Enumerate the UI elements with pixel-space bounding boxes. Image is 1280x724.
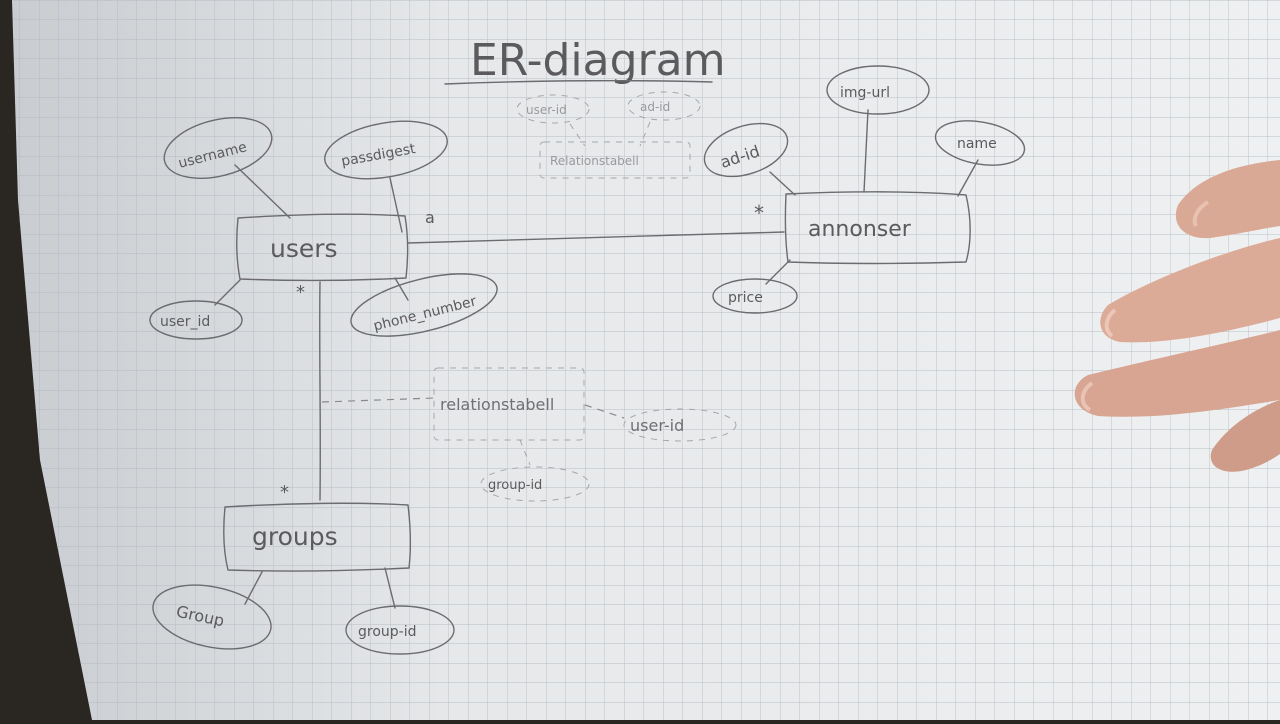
rt-mid-box bbox=[433, 367, 585, 441]
ad-id-connector bbox=[769, 171, 796, 196]
img-url-ellipse bbox=[826, 65, 930, 115]
cardinality-users-groups-groups-side: * bbox=[280, 482, 289, 503]
price-label: price bbox=[728, 290, 763, 306]
phone-number-connector bbox=[394, 277, 409, 301]
name-ellipse bbox=[934, 120, 1026, 166]
name-label: name bbox=[957, 136, 997, 152]
group-ellipse bbox=[152, 584, 272, 650]
annonser-box bbox=[784, 191, 971, 265]
rt-top-box bbox=[539, 141, 691, 179]
attribute-user-id: user_id bbox=[149, 300, 243, 340]
users-label: users bbox=[270, 234, 338, 263]
entity-users: users bbox=[235, 213, 409, 282]
rt-top-user-id-label: user-id bbox=[526, 103, 567, 117]
img-url-label: img-url bbox=[840, 85, 890, 101]
relation-table-middle: relationstabell user-id group-id bbox=[321, 367, 737, 502]
rt-mid-user-id-connector bbox=[584, 404, 625, 419]
user-id-label: user_id bbox=[160, 314, 210, 330]
rt-top-user-id-ellipse bbox=[516, 94, 590, 124]
rt-top-connectors bbox=[569, 121, 651, 147]
hand-fingers bbox=[1074, 160, 1280, 472]
user-id-connector bbox=[214, 279, 241, 306]
diagram-title: ER-diagram bbox=[444, 35, 725, 86]
title-underline bbox=[444, 79, 713, 85]
passdigest-ellipse bbox=[324, 120, 448, 180]
rt-mid-group-id-ellipse bbox=[480, 466, 590, 502]
annonser-label: annonser bbox=[808, 217, 912, 242]
rt-mid-dashed-link bbox=[321, 397, 436, 403]
name-connector bbox=[957, 159, 979, 197]
username-ellipse bbox=[163, 117, 273, 179]
user-id-ellipse bbox=[149, 300, 243, 340]
rt-top-ad-id-label: ad-id bbox=[640, 100, 670, 114]
username-connector bbox=[234, 164, 291, 219]
title-text: ER-diagram bbox=[470, 35, 725, 86]
passdigest-connector bbox=[389, 177, 403, 233]
attribute-price: price bbox=[712, 278, 798, 314]
img-url-connector bbox=[863, 109, 869, 193]
users-groups-relationship-line bbox=[319, 281, 321, 501]
group-id-label: group-id bbox=[358, 624, 417, 640]
cardinality-users-groups-users-side: * bbox=[296, 282, 305, 303]
rt-top-name: Relationstabell bbox=[550, 154, 639, 168]
groups-label: groups bbox=[252, 522, 338, 551]
rt-mid-group-id-connector bbox=[519, 439, 531, 466]
group-id-connector bbox=[384, 567, 396, 609]
ad-id-ellipse bbox=[703, 122, 789, 178]
entity-annonser: annonser bbox=[784, 191, 971, 265]
users-box bbox=[235, 213, 409, 282]
entity-groups: groups bbox=[223, 502, 412, 572]
rt-mid-user-id-label: user-id bbox=[630, 416, 684, 435]
relation-table-top: user-id ad-id Relationstabell bbox=[516, 91, 701, 179]
price-ellipse bbox=[712, 278, 798, 314]
attribute-name: name bbox=[934, 120, 1026, 166]
attribute-group-id: group-id bbox=[345, 605, 455, 655]
rt-mid-name: relationstabell bbox=[440, 395, 554, 414]
group-id-ellipse bbox=[345, 605, 455, 655]
rt-top-ad-id-ellipse bbox=[627, 91, 701, 121]
groups-box bbox=[223, 502, 412, 572]
cardinality-users-annonser-annonser-side: * bbox=[754, 201, 764, 225]
rt-mid-user-id-ellipse bbox=[623, 408, 737, 442]
phone-number-ellipse bbox=[350, 273, 498, 337]
cardinality-users-annonser-users-side: a bbox=[425, 208, 435, 227]
rt-mid-group-id-label: group-id bbox=[488, 478, 542, 493]
users-annonser-relationship-line bbox=[407, 231, 785, 244]
attribute-img-url: img-url bbox=[826, 65, 930, 115]
grid-paper-lines bbox=[12, 0, 1280, 720]
